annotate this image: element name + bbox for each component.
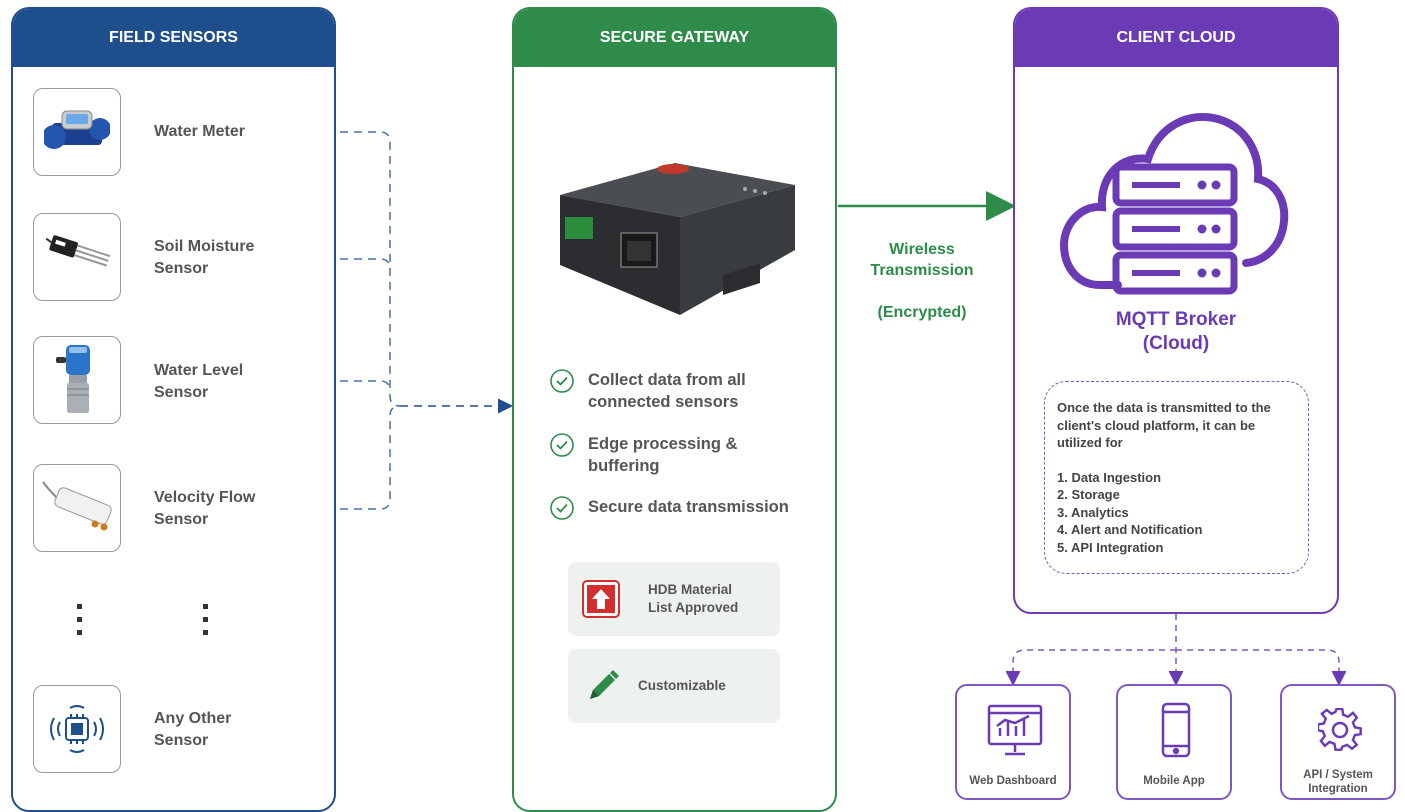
gateway-feature-edge: Edge processing & buffering — [550, 433, 737, 477]
cloud-server-icon — [1060, 113, 1289, 295]
transmission-line: Transmission — [870, 262, 974, 279]
check-circle-icon — [550, 496, 574, 520]
client-cloud-panel: CLIENT CLOUD — [1013, 7, 1339, 614]
gateway-device-icon — [560, 163, 795, 315]
api-integration-label: API / System Integration — [1282, 768, 1394, 796]
sensor-card-any-other — [33, 685, 121, 773]
sensor-card-water-meter — [33, 88, 121, 176]
sensor-label-velocity-flow: Velocity Flow Sensor — [154, 487, 255, 531]
sensor-label-line: Soil Moisture — [154, 238, 255, 255]
check-circle-icon — [550, 369, 574, 393]
cloud-usage-box — [1044, 381, 1309, 574]
field-sensors-header: FIELD SENSORS — [13, 9, 334, 67]
feature-line: Collect data from all — [588, 371, 746, 389]
gateway-feature-collect: Collect data from all connected sensors — [550, 369, 746, 413]
broker-line: MQTT Broker — [1115, 309, 1237, 330]
web-dashboard-icon — [987, 704, 1043, 756]
more-sensors-ellipsis-icon — [77, 604, 82, 635]
gear-icon — [1318, 708, 1362, 751]
secure-gateway-title: SECURE GATEWAY — [599, 29, 750, 46]
mobile-app-label: Mobile App — [1143, 775, 1205, 787]
sensor-label-line: Any Other — [154, 710, 232, 727]
sensor-card-velocity-flow — [33, 464, 121, 552]
feature-line: Edge processing & — [588, 435, 738, 453]
sensor-label-water-meter: Water Meter — [154, 121, 245, 143]
client-cloud-header: CLIENT CLOUD — [1015, 9, 1337, 67]
sensor-label-line: Water Level — [154, 362, 244, 379]
secure-gateway-panel: SECURE GATEWAY — [512, 7, 837, 812]
mobile-app-icon — [1161, 702, 1191, 758]
sensor-link-velocity-flow — [270, 405, 401, 510]
sensor-label-line: Velocity Flow — [154, 489, 256, 506]
sensor-link-water-level — [270, 380, 391, 392]
api-label-line: Integration — [1308, 783, 1368, 795]
sensor-label-line: Sensor — [154, 732, 209, 749]
sensor-label-line: Sensor — [154, 260, 209, 277]
sensor-card-water-level — [33, 336, 121, 424]
encrypted-label: (Encrypted) — [862, 302, 982, 323]
badge-line: Customizable — [638, 678, 726, 693]
customizable-badge: Customizable — [568, 649, 780, 723]
badge-line: HDB Material — [648, 582, 733, 597]
client-cloud-title: CLIENT CLOUD — [1116, 29, 1236, 46]
web-dashboard-tile: Web Dashboard — [955, 684, 1071, 800]
api-integration-tile: API / System Integration — [1280, 684, 1396, 800]
wireless-transmission-label: Wireless Transmission — [862, 239, 982, 281]
sensor-label-line: Sensor — [154, 384, 209, 401]
sensor-link-soil-moisture — [270, 258, 391, 270]
cloud-usage-item: 2. Storage — [1057, 487, 1120, 502]
sensor-card-soil-moisture — [33, 213, 121, 301]
secure-gateway-header: SECURE GATEWAY — [514, 9, 835, 67]
pencil-icon — [590, 670, 619, 699]
cloud-usage-item: 1. Data Ingestion — [1057, 469, 1162, 485]
transmission-line: (Encrypted) — [877, 304, 967, 321]
cloud-left-link — [1005, 649, 1176, 686]
web-dashboard-label: Web Dashboard — [969, 775, 1057, 787]
api-label-line: API / System — [1303, 769, 1373, 781]
mobile-app-tile: Mobile App — [1116, 684, 1232, 800]
sensor-label-line: Sensor — [154, 511, 209, 528]
feature-line: connected sensors — [588, 393, 739, 411]
more-labels-ellipsis-icon — [203, 604, 208, 635]
cloud-right-link — [1176, 649, 1347, 686]
sensor-label-water-level: Water Level Sensor — [154, 360, 243, 404]
feature-line: buffering — [588, 457, 660, 475]
cloud-usage-intro: Once the data is transmitted to the clie… — [1057, 400, 1271, 450]
sensor-label-any-other: Any Other Sensor — [154, 708, 231, 752]
sensor-link-water-meter — [270, 131, 401, 407]
cloud-usage-text: Once the data is transmitted to the clie… — [1057, 399, 1297, 556]
water-level-sensor-icon — [56, 345, 90, 413]
transmission-line: Wireless — [889, 241, 955, 258]
velocity-flow-sensor-icon — [42, 481, 112, 531]
mqtt-broker-label: MQTT Broker (Cloud) — [1013, 308, 1339, 356]
generic-sensor-icon — [50, 705, 104, 753]
hdb-logo-icon — [582, 580, 620, 618]
broker-line: (Cloud) — [1142, 333, 1210, 354]
water-meter-icon — [44, 110, 110, 149]
sensor-label-line: Water Meter — [154, 123, 245, 140]
gateway-feature-secure: Secure data transmission — [550, 496, 789, 520]
soil-moisture-sensor-icon — [45, 235, 111, 267]
feature-line: Secure data transmission — [588, 498, 789, 516]
cloud-usage-item: 5. API Integration — [1057, 539, 1164, 555]
badge-line: List Approved — [648, 600, 739, 615]
sensor-label-soil-moisture: Soil Moisture Sensor — [154, 236, 254, 280]
field-sensors-title: FIELD SENSORS — [109, 29, 238, 46]
cloud-usage-item: 4. Alert and Notification — [1057, 522, 1203, 537]
check-circle-icon — [550, 433, 574, 457]
hdb-approved-badge: HDB Material List Approved — [568, 562, 780, 636]
cloud-usage-item: 3. Analytics — [1057, 504, 1129, 520]
